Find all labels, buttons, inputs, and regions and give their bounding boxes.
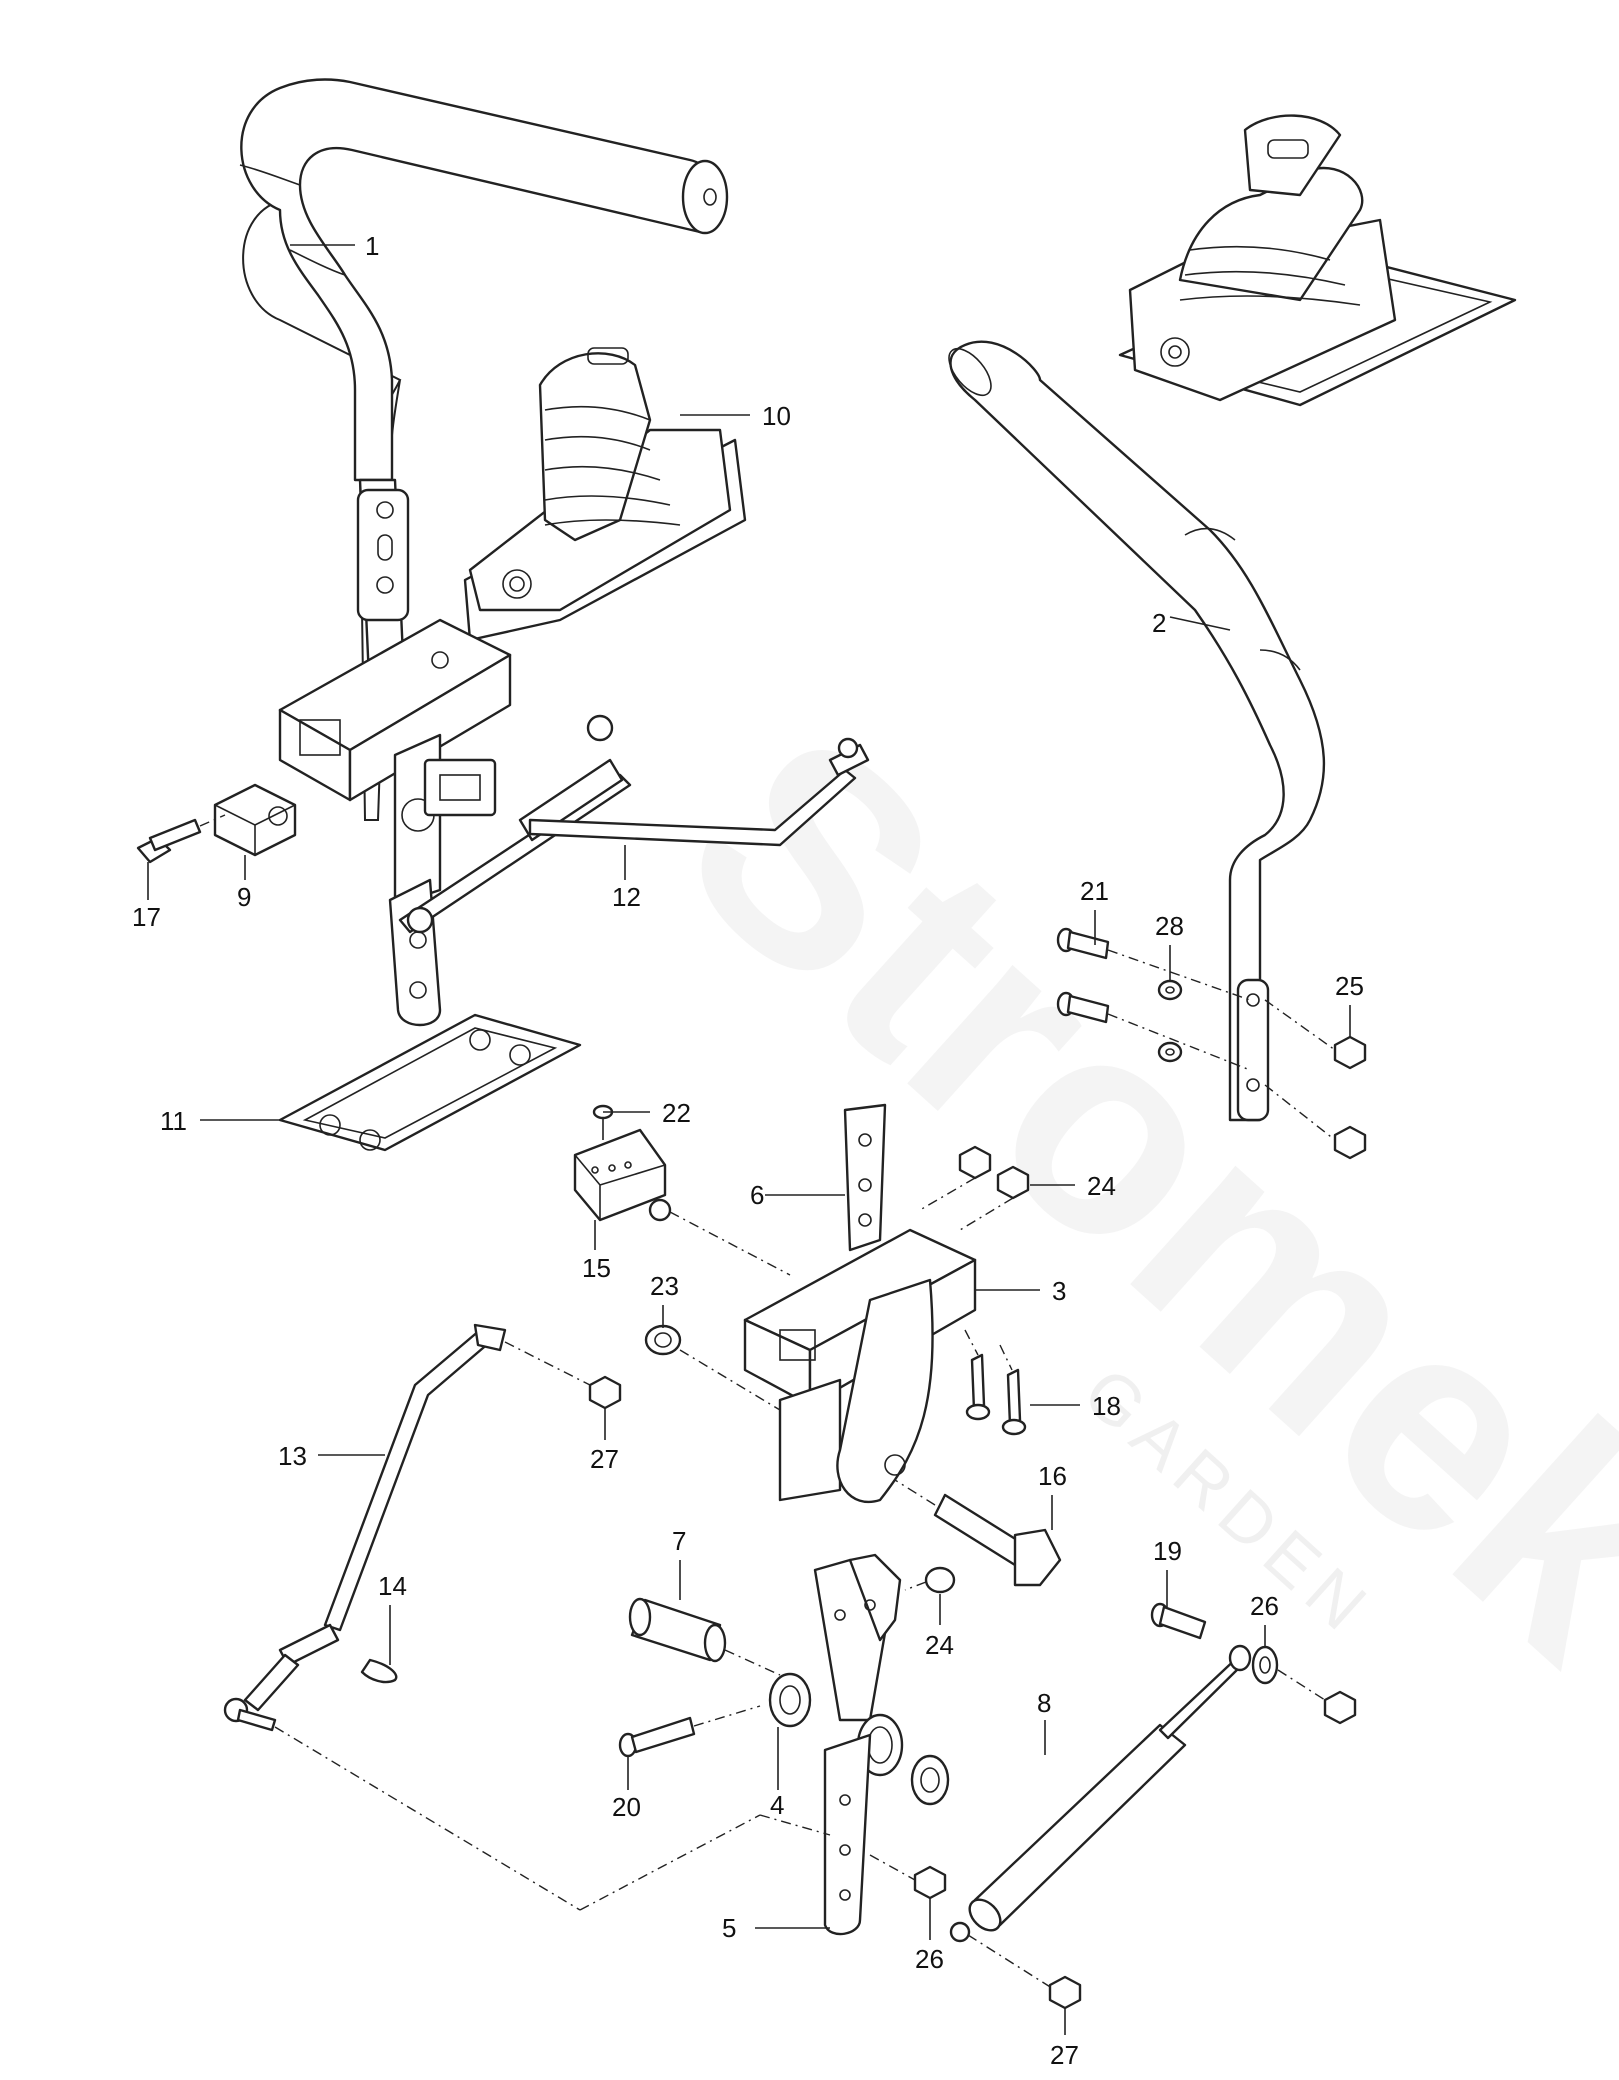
hex-bolt-16 — [894, 1479, 1062, 1587]
screw-22 — [592, 1104, 614, 1140]
callout-17: 17 — [132, 902, 161, 932]
callout-28: 28 — [1155, 911, 1184, 941]
callout-14: 14 — [378, 1571, 407, 1601]
nut-27-bottom — [1048, 1975, 1082, 2010]
callout-2: 2 — [1152, 608, 1166, 638]
gasket-frame-left — [278, 1013, 582, 1152]
washer-28 — [1157, 979, 1183, 1063]
control-boot-left — [463, 347, 747, 642]
control-boot-right — [1118, 114, 1517, 407]
callout-labels: 1 2 3 4 5 6 7 8 9 10 11 12 13 14 15 16 1… — [132, 231, 1364, 2070]
callout-6: 6 — [750, 1180, 764, 1210]
gas-spring-8 — [949, 1644, 1252, 1991]
callout-24-upper: 24 — [1087, 1171, 1116, 1201]
callout-7: 7 — [672, 1526, 686, 1556]
lock-washer-26 — [1251, 1645, 1326, 1701]
spacer-7 — [628, 1597, 781, 1676]
callout-10: 10 — [762, 401, 791, 431]
callout-11: 11 — [160, 1106, 187, 1136]
lower-bracket-assembly — [743, 1103, 1030, 1504]
callout-27-upper: 27 — [590, 1444, 619, 1474]
callout-19: 19 — [1153, 1536, 1182, 1566]
lower-link-rod — [223, 1323, 591, 1911]
bolt-21-lower — [1056, 991, 1251, 1071]
callout-5: 5 — [722, 1913, 736, 1943]
callout-18: 18 — [1092, 1391, 1121, 1421]
cotter-pin-14 — [360, 1658, 398, 1684]
callout-8: 8 — [1037, 1688, 1051, 1718]
right-steering-handle — [948, 340, 1326, 1122]
callout-26-lower: 26 — [915, 1944, 944, 1974]
bushing-4 — [768, 1672, 812, 1728]
control-rod-assembly — [398, 714, 870, 934]
bolt-20 — [618, 1705, 761, 1758]
hex-bolt-17 — [136, 814, 226, 864]
callout-24-lower: 24 — [925, 1630, 954, 1660]
callout-27-bottom: 27 — [1050, 2040, 1079, 2070]
upper-mount-bracket — [278, 618, 512, 1027]
callout-25: 25 — [1335, 971, 1364, 1001]
callout-3: 3 — [1052, 1276, 1066, 1306]
bushing-4b — [910, 1754, 950, 1806]
callout-12: 12 — [612, 882, 641, 912]
bolt-19 — [1150, 1602, 1207, 1640]
watermark-brand: Stromek — [626, 667, 1619, 1721]
switch-block — [573, 1128, 791, 1276]
callout-21: 21 — [1080, 876, 1109, 906]
pivot-arm-assembly — [813, 1553, 904, 1936]
callout-23: 23 — [650, 1271, 679, 1301]
callout-9: 9 — [237, 882, 251, 912]
callout-22: 22 — [662, 1098, 691, 1128]
bolt-21-upper — [1056, 927, 1251, 1001]
callout-13: 13 — [278, 1441, 307, 1471]
callout-15: 15 — [582, 1253, 611, 1283]
nut-26-lower — [869, 1854, 947, 1900]
nut-25 — [1264, 999, 1367, 1160]
callout-1: 1 — [365, 231, 379, 261]
callout-20: 20 — [612, 1792, 641, 1822]
nut-27-upper — [588, 1375, 622, 1410]
bushing-block — [213, 783, 297, 857]
callout-4: 4 — [770, 1790, 784, 1820]
callout-26-right: 26 — [1250, 1591, 1279, 1621]
leader-lines — [147, 244, 1351, 2035]
nut-27-right — [1323, 1690, 1357, 1725]
callout-16: 16 — [1038, 1461, 1067, 1491]
nut-24-lower — [904, 1566, 956, 1594]
